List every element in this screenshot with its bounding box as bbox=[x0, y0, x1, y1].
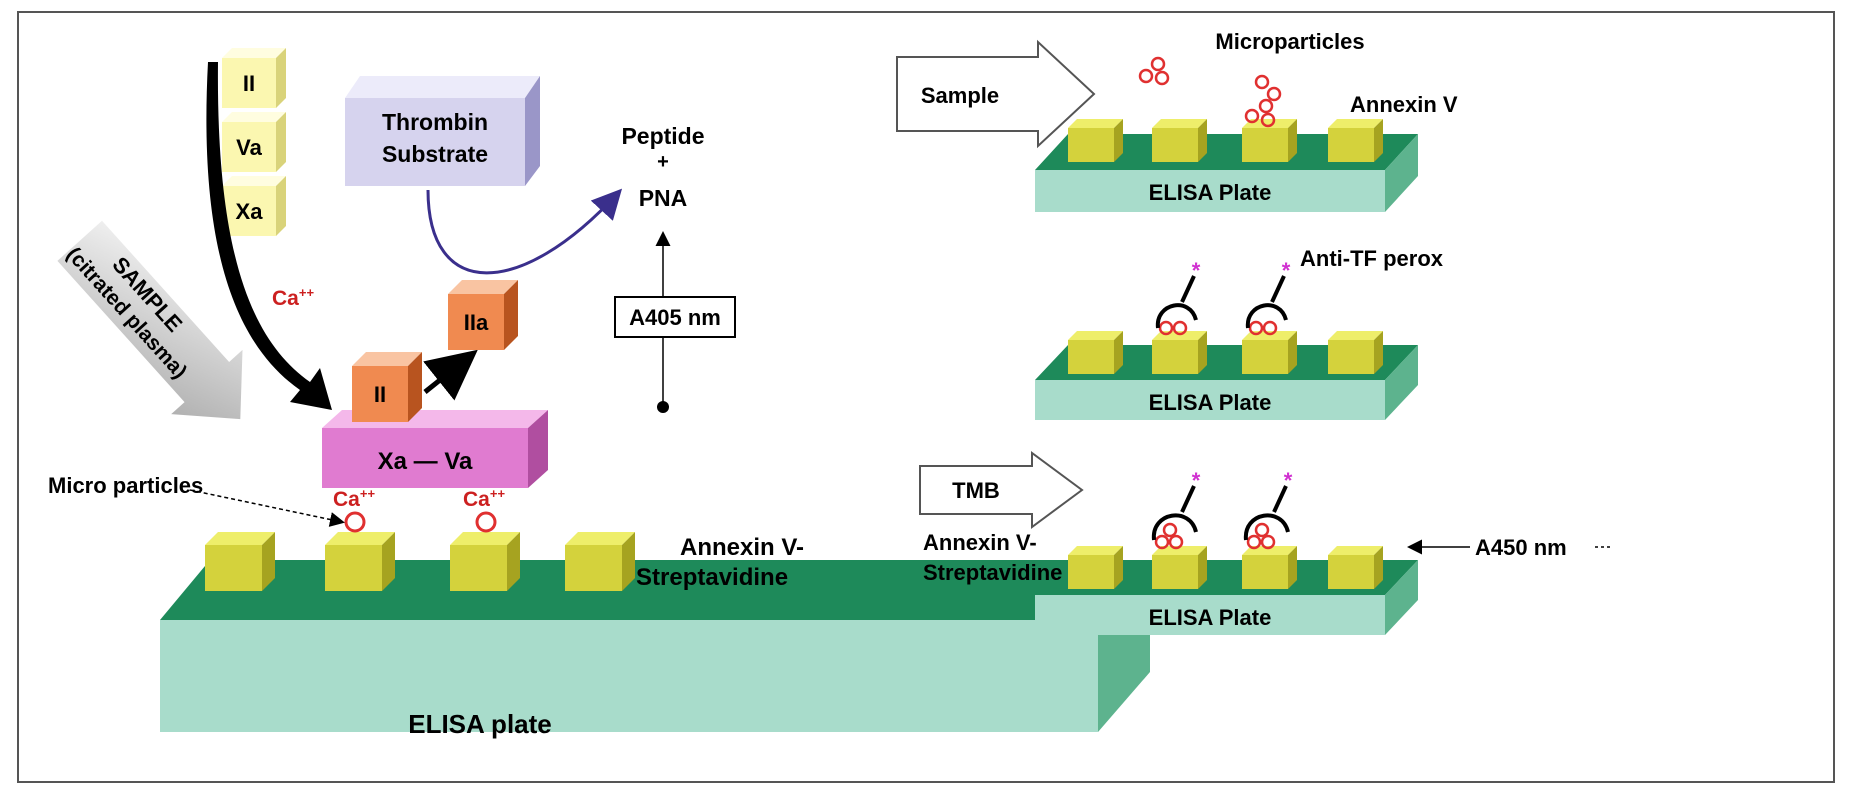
left-panel: ELISA plate bbox=[48, 48, 1150, 739]
complex-label: Xa — Va bbox=[378, 448, 473, 475]
svg-text:*: * bbox=[1192, 258, 1201, 283]
microparticles-label: Microparticles bbox=[1215, 29, 1364, 54]
calcium-label: Ca++ bbox=[272, 285, 314, 310]
cleavage-curve-arrow bbox=[426, 188, 623, 275]
annexin-cube bbox=[1242, 546, 1297, 589]
plate-front bbox=[1035, 170, 1385, 212]
reagent-flow-arrow bbox=[206, 62, 332, 410]
calcium-label: Ca++ bbox=[463, 486, 505, 511]
plate-label: ELISA Plate bbox=[1149, 605, 1272, 630]
antibody-peroxidase: * bbox=[1155, 258, 1201, 336]
microparticle bbox=[475, 511, 497, 533]
xa-va-complex: Xa — Va bbox=[322, 410, 548, 488]
annexin-cube bbox=[1328, 546, 1383, 589]
plate-side bbox=[1385, 134, 1418, 212]
thrombin-substrate-box: Thrombin Substrate bbox=[345, 76, 540, 186]
micro-particles-label: Micro particles bbox=[48, 473, 203, 498]
factor-xa-label: Xa bbox=[236, 199, 264, 224]
plate-front bbox=[160, 620, 1098, 732]
right-panel: ELISA Plate Microparticles Annexin V Sam… bbox=[896, 29, 1612, 635]
annexin-cube bbox=[1068, 119, 1123, 162]
elisa-plate-left: ELISA plate bbox=[160, 560, 1150, 739]
svg-text:*: * bbox=[1284, 468, 1293, 493]
peptide-label: Peptide bbox=[621, 123, 704, 149]
microparticle-cluster bbox=[1138, 56, 1170, 86]
annexin-cube bbox=[1152, 331, 1207, 374]
sample-input-arrow bbox=[896, 39, 1096, 149]
plate-top-surface bbox=[1035, 134, 1418, 170]
step-3: ELISA Plate * * TMB Annexin V- Strepta bbox=[919, 451, 1612, 635]
annexin-cube bbox=[1068, 546, 1123, 589]
calcium-label: Ca++ bbox=[333, 486, 375, 511]
thrombin-substrate-line1: Thrombin bbox=[382, 109, 488, 135]
annexin-cube bbox=[205, 532, 275, 591]
microparticle bbox=[344, 511, 366, 533]
annexin-cube bbox=[1328, 331, 1383, 374]
annexin-streptavidine-label-line2: Streptavidine bbox=[923, 560, 1062, 585]
annexin-streptavidine-label-line1: Annexin V- bbox=[923, 530, 1037, 555]
svg-text:*: * bbox=[1192, 468, 1201, 493]
activation-arrow bbox=[423, 349, 478, 401]
plate-label: ELISA Plate bbox=[1149, 180, 1272, 205]
annexin-cube bbox=[1242, 331, 1297, 374]
factor-ii-label: II bbox=[243, 71, 255, 96]
plate-side bbox=[1385, 560, 1418, 635]
factor-va-cube: Va bbox=[222, 112, 286, 172]
micro-particles-pointer bbox=[189, 489, 345, 527]
factor-iia-cube: IIa bbox=[448, 280, 518, 350]
factor-va-label: Va bbox=[236, 135, 262, 160]
plate-side bbox=[1385, 345, 1418, 420]
annexin-streptavidine-label-line2: Streptavidine bbox=[636, 564, 788, 591]
annexin-cube bbox=[1328, 119, 1383, 162]
plate-top-surface bbox=[1035, 560, 1418, 595]
figure-frame bbox=[17, 11, 1835, 783]
measurement-point bbox=[657, 401, 669, 413]
tmb-input-arrow bbox=[919, 451, 1084, 529]
annexin-cubes-left bbox=[205, 532, 635, 591]
bound-ii-label: II bbox=[374, 382, 386, 407]
plate-top-surface bbox=[160, 560, 1150, 620]
plate-top-surface bbox=[1035, 345, 1418, 380]
sample-label: Sample bbox=[921, 83, 999, 108]
annexin-cube bbox=[1152, 546, 1207, 589]
factor-xa-cube: Xa bbox=[222, 176, 286, 236]
anti-tf-perox-label: Anti-TF perox bbox=[1300, 246, 1444, 271]
plus-label: + bbox=[657, 151, 669, 173]
plate-front bbox=[1035, 595, 1385, 635]
antibody-peroxidase: * bbox=[1151, 468, 1201, 550]
annexin-cube bbox=[1068, 331, 1123, 374]
annexin-streptavidine-label-line1: Annexin V- bbox=[680, 534, 804, 561]
annexin-cube bbox=[325, 532, 395, 591]
antibody-peroxidase: * bbox=[1245, 258, 1291, 336]
plate-label: ELISA Plate bbox=[1149, 390, 1272, 415]
svg-text:*: * bbox=[1282, 258, 1291, 283]
sample-arrow: SAMPLE (citrated plasma) bbox=[57, 220, 243, 420]
step-1: ELISA Plate Microparticles Annexin V Sam… bbox=[896, 29, 1458, 212]
annexin-label: Annexin V bbox=[1350, 92, 1458, 117]
plate-front bbox=[1035, 380, 1385, 420]
pna-label: PNA bbox=[639, 185, 688, 211]
annexin-cube bbox=[1152, 119, 1207, 162]
step-2: ELISA Plate * * Anti-TF perox bbox=[1035, 246, 1444, 420]
annexin-cube bbox=[565, 532, 635, 591]
annexin-cube bbox=[450, 532, 520, 591]
factor-ii-bound-cube: II bbox=[352, 352, 422, 422]
a405-box bbox=[614, 296, 736, 338]
a450-label: A450 nm bbox=[1475, 535, 1567, 560]
microparticle-cluster bbox=[1244, 74, 1282, 128]
factor-ii-cube: II bbox=[222, 48, 286, 108]
tmb-label: TMB bbox=[952, 478, 1000, 503]
a405-label: A405 nm bbox=[629, 305, 721, 330]
antibody-peroxidase: * bbox=[1243, 468, 1293, 550]
thrombin-substrate-line2: Substrate bbox=[382, 141, 488, 167]
iia-label: IIa bbox=[464, 310, 489, 335]
plate-label: ELISA plate bbox=[408, 709, 552, 739]
